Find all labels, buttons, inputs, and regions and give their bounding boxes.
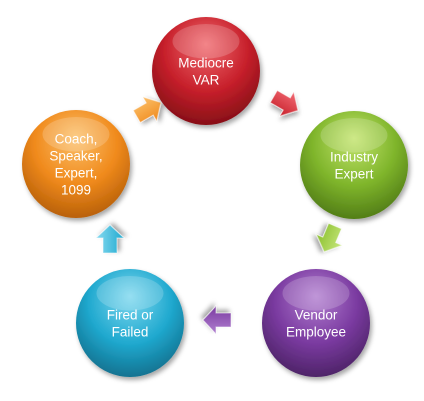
node-label: Failed <box>112 325 149 340</box>
arrow-fired-or-failed-to-coach-speaker-expert-1099 <box>94 224 126 254</box>
node-gloss <box>282 276 350 311</box>
node-label: VAR <box>193 73 220 88</box>
node-gloss <box>320 118 388 153</box>
node-coach-speaker-expert-1099: Coach, Speaker, Expert, 1099 <box>22 110 130 218</box>
node-label: Employee <box>286 325 346 340</box>
arrow-layer <box>94 89 344 336</box>
node-label: Speaker, <box>49 149 102 164</box>
arrow-shape <box>202 304 232 336</box>
arrow-shape <box>315 222 344 253</box>
arrow-shape <box>269 89 299 117</box>
node-label: Mediocre <box>178 56 234 71</box>
node-label: Fired or <box>107 308 154 323</box>
node-circle <box>262 269 370 377</box>
node-label: Coach, <box>55 132 98 147</box>
node-label: Vendor <box>295 308 338 323</box>
node-fired-or-failed: Fired or Failed <box>76 269 184 377</box>
node-layer: MediocreVARIndustryExpertVendorEmployeeF… <box>22 17 408 377</box>
arrow-shape <box>94 224 126 254</box>
node-label: Expert <box>334 167 373 182</box>
node-gloss <box>96 276 164 311</box>
arrow-industry-expert-to-vendor-employee <box>315 222 344 253</box>
node-label: Industry <box>330 150 378 165</box>
node-circle <box>22 110 130 218</box>
arrow-shape <box>132 96 162 124</box>
node-label: 1099 <box>61 183 91 198</box>
node-circle <box>152 17 260 125</box>
node-gloss <box>42 117 110 152</box>
arrow-mediocre-var-to-industry-expert <box>269 89 299 117</box>
arrow-vendor-employee-to-fired-or-failed <box>202 304 232 336</box>
node-circle <box>76 269 184 377</box>
arrow-coach-speaker-expert-1099-to-mediocre-var <box>132 96 162 124</box>
node-circle <box>300 111 408 219</box>
node-label: Expert, <box>55 166 98 181</box>
node-gloss <box>172 24 240 59</box>
